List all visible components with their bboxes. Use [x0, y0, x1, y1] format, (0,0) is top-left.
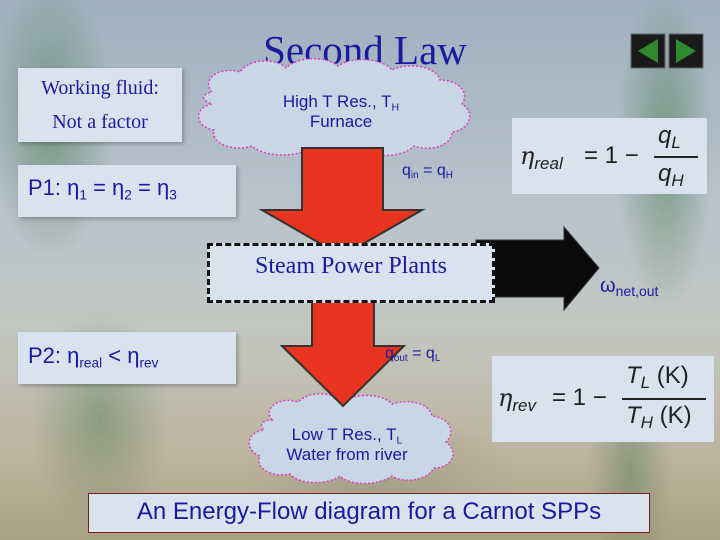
- p2-less-than: <: [102, 343, 128, 368]
- p1-eta-3: η: [156, 175, 170, 200]
- p2-eta-1: η: [67, 343, 80, 368]
- nav-forward-button[interactable]: [668, 33, 704, 69]
- working-fluid-line1: Working fluid:: [41, 77, 159, 99]
- p1-sub-2: 2: [124, 187, 132, 203]
- p2-prefix: P2:: [28, 343, 68, 368]
- eq-real-denominator: qH: [658, 160, 684, 191]
- heat-in-arrow: [258, 147, 426, 258]
- working-fluid-note: Working fluid: Not a factor: [18, 68, 182, 142]
- eq-rev-denominator: TH (K): [626, 402, 692, 433]
- p1-prefix: P1:: [28, 175, 68, 200]
- low-res-line2: Water from river: [286, 445, 408, 464]
- low-res-line1: Low T Res., T: [291, 425, 397, 444]
- principle-2: P2: ηreal < ηrev: [18, 332, 236, 384]
- steam-power-plant-box: [207, 243, 495, 303]
- p1-equals-2: =: [131, 175, 157, 200]
- low-res-sub: L: [396, 434, 403, 447]
- eq-rev-den-sub: H: [640, 413, 653, 432]
- heat-in-label: qin = qH: [402, 162, 453, 182]
- slide-navigation: [630, 33, 704, 69]
- qin-rhs-sub: H: [445, 170, 453, 182]
- p2-sub-real: real: [79, 355, 103, 371]
- eq-real-den-sub: H: [671, 171, 684, 190]
- qout-eq: = q: [407, 345, 435, 362]
- eq-rev-num-unit: (K): [650, 362, 689, 389]
- eq-real-den: q: [658, 160, 672, 187]
- eq-rev-fraction-bar: [622, 398, 706, 400]
- eq-rev-den-unit: (K): [652, 402, 692, 429]
- eq-rev-eta: η: [498, 384, 513, 412]
- low-temp-cloud: [248, 393, 454, 485]
- principle-1: P1: η1 = η2 = η3: [18, 165, 236, 217]
- work-net-label: ωnet,out: [600, 275, 658, 298]
- wnet-symbol: ω: [600, 275, 616, 297]
- qout-q: q: [385, 345, 394, 362]
- qout-rhs-sub: L: [434, 353, 441, 365]
- eq-real-eta: η: [520, 142, 535, 170]
- low-temp-reservoir-label: Low T Res., TL Water from river: [242, 425, 452, 465]
- high-res-line1: High T Res., T: [282, 92, 392, 111]
- p1-sub-1: 1: [79, 187, 87, 203]
- p1-eta-1: η: [67, 175, 80, 200]
- eq-real-fraction-bar: [654, 156, 698, 158]
- steam-power-plant-label: Steam Power Plants: [255, 253, 447, 279]
- p2-sub-rev: rev: [139, 355, 159, 371]
- caption-box: [88, 493, 650, 533]
- eq-real-equals: = 1 −: [584, 142, 639, 169]
- eq-rev-num: T: [626, 362, 641, 389]
- eq-real-sub: real: [534, 154, 563, 173]
- p2-eta-2: η: [127, 343, 140, 368]
- high-res-line2: Furnace: [309, 112, 373, 131]
- triangle-right-icon: [676, 39, 696, 63]
- wnet-sub: net,out: [615, 283, 659, 299]
- p1-sub-3: 3: [169, 187, 177, 203]
- eq-real-lhs: ηreal: [520, 142, 563, 174]
- triangle-left-icon: [638, 39, 658, 63]
- working-fluid-line2: Not a factor: [52, 111, 148, 133]
- high-res-sub: H: [391, 101, 400, 114]
- qout-sub: out: [393, 353, 408, 365]
- eq-rev-sub: rev: [512, 396, 537, 415]
- eq-rev-equals: = 1 −: [552, 384, 607, 411]
- p1-equals-1: =: [86, 175, 113, 200]
- eq-real-num: q: [658, 122, 672, 149]
- qin-sub: in: [410, 170, 419, 182]
- high-temp-reservoir-label: High T Res., TH Furnace: [226, 92, 456, 132]
- eq-rev-lhs: ηrev: [498, 384, 536, 416]
- eq-rev-num-sub: L: [640, 373, 651, 392]
- eq-real-numerator: qL: [658, 122, 681, 153]
- p1-eta-2: η: [112, 175, 125, 200]
- qin-eq: = q: [418, 162, 446, 179]
- slide-caption: An Energy-Flow diagram for a Carnot SPPs: [136, 498, 602, 525]
- high-temp-cloud: [198, 58, 471, 159]
- eq-rev-den: T: [626, 402, 641, 429]
- heat-out-label: qout = qL: [385, 345, 441, 365]
- heat-out-arrow: [279, 299, 407, 408]
- eq-rev-numerator: TL (K): [626, 362, 689, 393]
- qin-q: q: [402, 162, 411, 179]
- nav-back-button[interactable]: [630, 33, 666, 69]
- eq-real-num-sub: L: [671, 133, 681, 152]
- real-efficiency-equation: ηreal = 1 − qL qH: [512, 118, 707, 194]
- reversible-efficiency-equation: ηrev = 1 − TL (K) TH (K): [492, 356, 714, 442]
